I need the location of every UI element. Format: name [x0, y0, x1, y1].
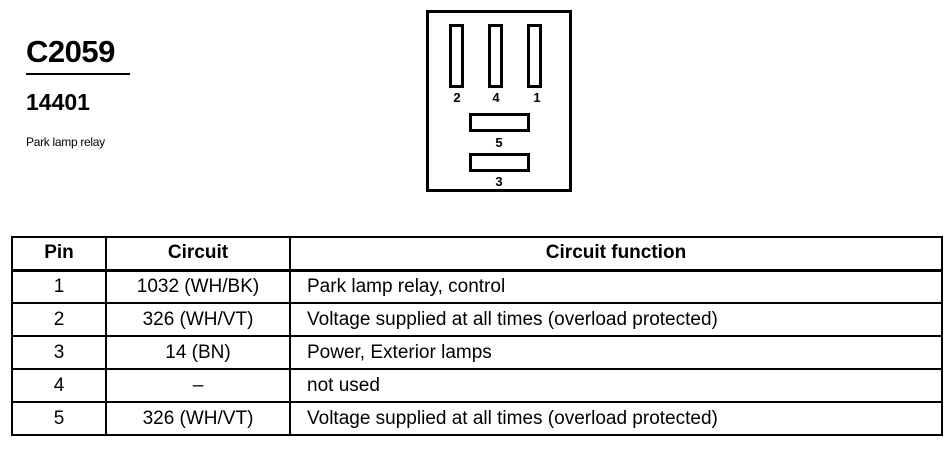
cell-circuit: 1032 (WH/BK) — [105, 269, 291, 304]
pin-table: Pin Circuit Circuit function 1 1032 (WH/… — [11, 236, 943, 436]
header-pin: Pin — [11, 236, 107, 271]
cell-function: Voltage supplied at all times (overload … — [289, 401, 943, 436]
cell-pin: 5 — [11, 401, 107, 436]
table-row: 4 – not used — [11, 368, 943, 403]
terminal-pin-1 — [527, 24, 542, 88]
cell-pin: 4 — [11, 368, 107, 403]
table-header-row: Pin Circuit Circuit function — [11, 236, 943, 271]
connector-id: C2059 — [26, 34, 115, 69]
cell-circuit: 14 (BN) — [105, 335, 291, 370]
cell-pin: 3 — [11, 335, 107, 370]
cell-function: not used — [289, 368, 943, 403]
pin-label-2: 2 — [453, 90, 461, 105]
connector-face-view: 2 4 1 5 3 — [426, 10, 572, 192]
cell-pin: 2 — [11, 302, 107, 337]
terminal-pin-3 — [469, 153, 530, 172]
pin-label-3: 3 — [495, 174, 503, 189]
table-row: 2 326 (WH/VT) Voltage supplied at all ti… — [11, 302, 943, 337]
title-underline — [26, 73, 130, 75]
cell-function: Power, Exterior lamps — [289, 335, 943, 370]
pin-label-5: 5 — [495, 135, 503, 150]
cell-function: Voltage supplied at all times (overload … — [289, 302, 943, 337]
cell-function: Park lamp relay, control — [289, 269, 943, 304]
cell-circuit: 326 (WH/VT) — [105, 401, 291, 436]
table-row: 1 1032 (WH/BK) Park lamp relay, control — [11, 269, 943, 304]
header-circuit: Circuit — [105, 236, 291, 271]
connector-title-block: C2059 14401 Park lamp relay — [26, 34, 130, 149]
part-number: 14401 — [26, 89, 90, 115]
header-circuit-function: Circuit function — [289, 236, 943, 271]
terminal-pin-2 — [449, 24, 464, 88]
terminal-pin-4 — [488, 24, 503, 88]
terminal-pin-5 — [469, 113, 530, 132]
cell-circuit: – — [105, 368, 291, 403]
table-row: 5 326 (WH/VT) Voltage supplied at all ti… — [11, 401, 943, 436]
pin-label-1: 1 — [533, 90, 541, 105]
cell-pin: 1 — [11, 269, 107, 304]
pin-label-4: 4 — [492, 90, 500, 105]
cell-circuit: 326 (WH/VT) — [105, 302, 291, 337]
connector-description: Park lamp relay — [26, 135, 105, 149]
table-row: 3 14 (BN) Power, Exterior lamps — [11, 335, 943, 370]
